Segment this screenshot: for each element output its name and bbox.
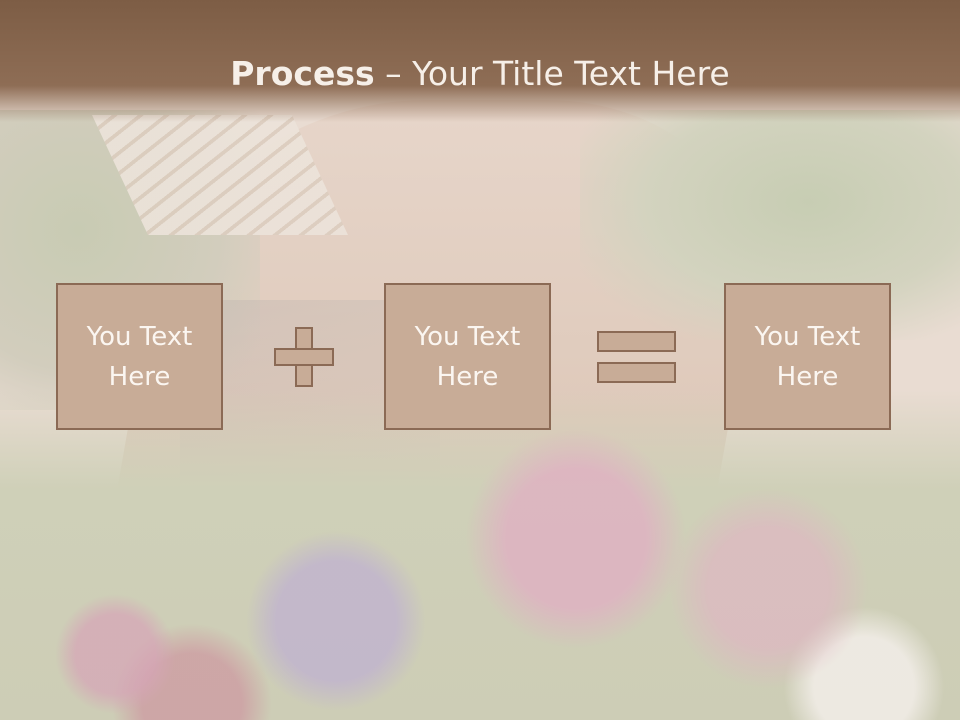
title-rest: – Your Title Text Here: [374, 54, 730, 93]
equals-top-bar: [597, 331, 676, 352]
plus-icon: [274, 327, 334, 387]
process-box-3[interactable]: You Text Here: [724, 283, 891, 430]
plus-center: [297, 350, 311, 364]
slide-title[interactable]: Process – Your Title Text Here: [0, 52, 960, 96]
equals-bottom-bar: [597, 362, 676, 383]
equals-icon: [597, 331, 676, 383]
flower-bed: [0, 390, 960, 720]
title-bar: [0, 0, 960, 122]
process-box-2[interactable]: You Text Here: [384, 283, 551, 430]
process-box-1[interactable]: You Text Here: [56, 283, 223, 430]
title-bold: Process: [230, 54, 375, 93]
